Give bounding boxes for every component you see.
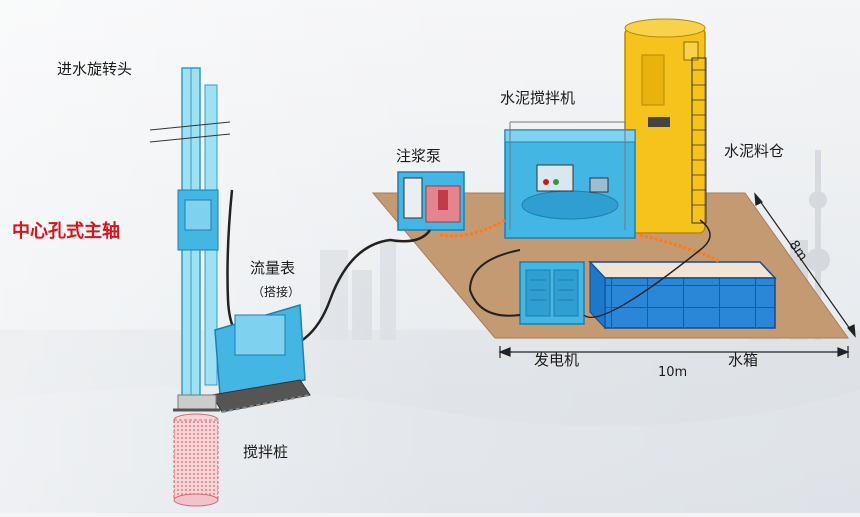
label-flow-meter-note: （搭接） (252, 285, 301, 299)
label-cement-mixer: 水泥搅拌机 (500, 89, 576, 107)
mixing-pile (173, 413, 219, 507)
label-flow-meter: 流量表 (250, 259, 296, 277)
grout-pump (397, 171, 465, 231)
cement-silo (609, 18, 707, 234)
generator (519, 261, 585, 325)
dimension-length-line (498, 346, 850, 358)
water-tank (588, 260, 777, 330)
label-generator: 发电机 (534, 351, 580, 369)
label-dim-length: 10m (658, 365, 688, 380)
label-cement-silo: 水泥料仓 (724, 142, 785, 160)
cement-mixer (504, 121, 636, 239)
label-grout-pump: 注浆泵 (396, 147, 442, 165)
dimension-width-line (754, 192, 856, 338)
label-swivel-head: 进水旋转头 (57, 60, 133, 78)
label-water-tank: 水箱 (728, 351, 759, 369)
drilling-rig (149, 67, 311, 413)
label-mixing-pile: 搅拌桩 (243, 443, 289, 461)
label-central-shaft: 中心孔式主轴 (12, 221, 120, 242)
